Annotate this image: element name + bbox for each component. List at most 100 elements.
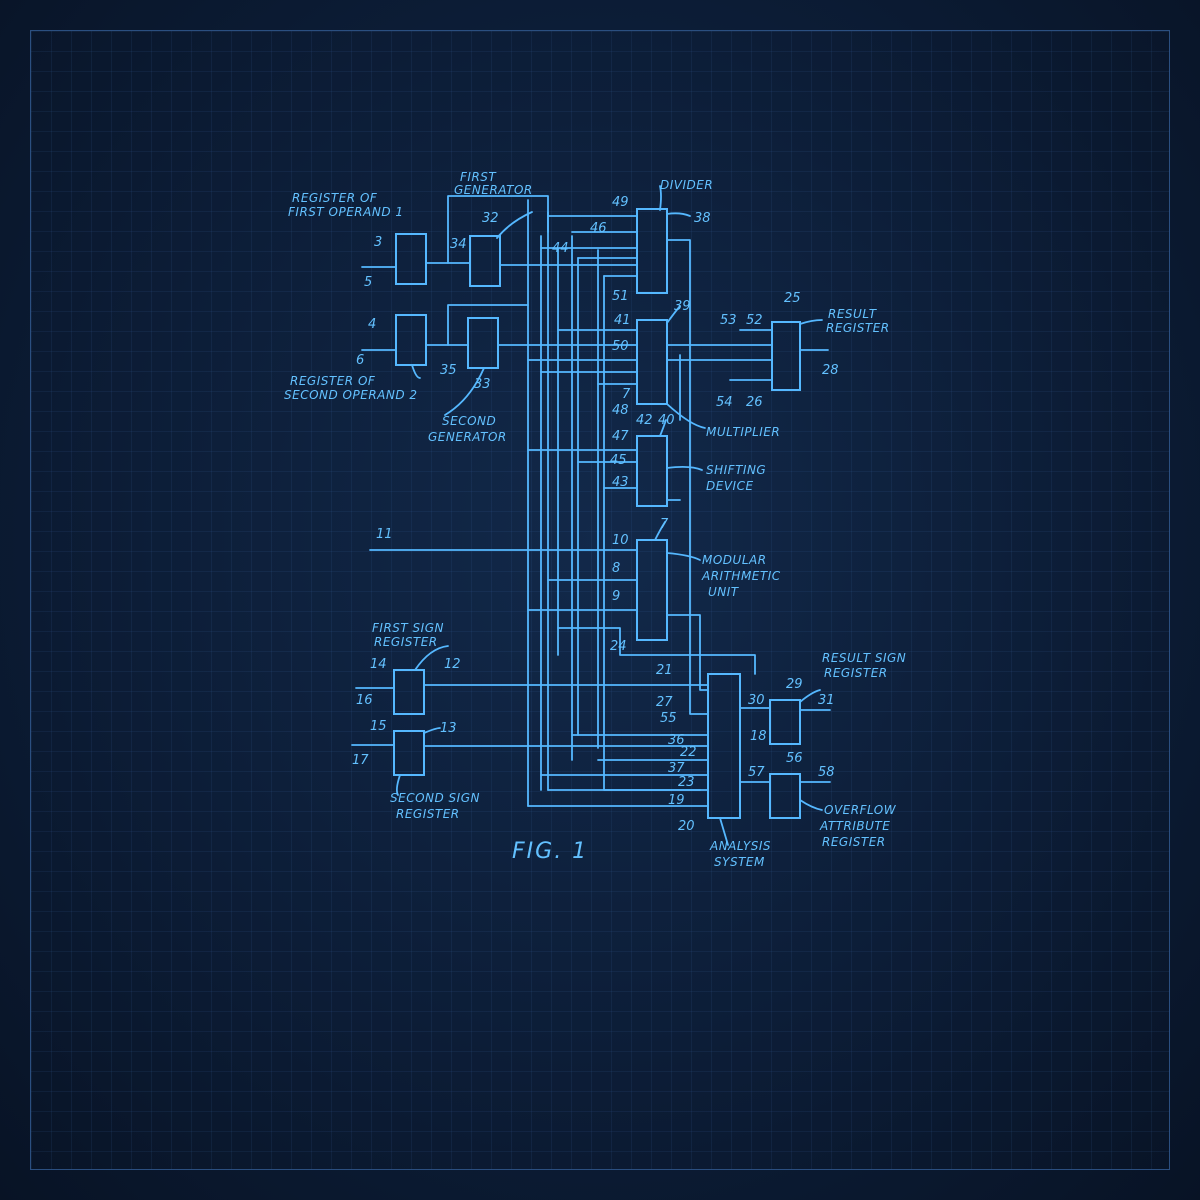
ref-33: 33 <box>474 377 491 392</box>
ref-7-mod: 7 <box>660 517 669 532</box>
ref-4: 4 <box>368 317 376 332</box>
ref-23: 23 <box>678 775 695 790</box>
ref-50: 50 <box>612 339 629 354</box>
modular-arithmetic-unit-block <box>636 539 668 641</box>
label-second-generator-line1: SECOND <box>442 414 496 428</box>
ref-49: 49 <box>612 195 629 210</box>
ref-14: 14 <box>370 657 387 672</box>
label-first-generator-line1: FIRST <box>460 170 497 184</box>
ref-58: 58 <box>818 765 835 780</box>
ref-44: 44 <box>552 241 569 256</box>
ref-47: 47 <box>612 429 629 444</box>
ref-51: 51 <box>612 289 629 304</box>
ref-5: 5 <box>364 275 372 290</box>
first-generator-block <box>469 235 501 287</box>
ref-53: 53 <box>720 313 737 328</box>
label-analysis-line2: SYSTEM <box>714 855 765 869</box>
first-sign-register-block <box>393 669 425 715</box>
ref-31: 31 <box>818 693 835 708</box>
result-register-block <box>771 321 801 391</box>
label-modular-line2: ARITHMETIC <box>701 569 781 583</box>
label-divider: DIVIDER <box>660 178 713 192</box>
label-result-register-line1: RESULT <box>828 307 878 321</box>
wire-network <box>351 195 831 807</box>
label-second-sign-line2: REGISTER <box>396 807 460 821</box>
ref-40: 40 <box>658 413 675 428</box>
label-first-sign-line1: FIRST SIGN <box>372 621 444 635</box>
ref-7-mul: 7 <box>622 387 631 402</box>
ref-28: 28 <box>822 363 839 378</box>
ref-11: 11 <box>376 527 393 542</box>
ref-46: 46 <box>590 221 607 236</box>
ref-16: 16 <box>356 693 373 708</box>
ref-22: 22 <box>680 745 697 760</box>
label-overflow-line2: ATTRIBUTE <box>819 819 890 833</box>
label-overflow-line3: REGISTER <box>822 835 886 849</box>
label-shifting-device-line1: SHIFTING <box>706 463 766 477</box>
ref-6: 6 <box>356 353 364 368</box>
ref-34: 34 <box>450 237 467 252</box>
ref-55: 55 <box>660 711 677 726</box>
ref-42: 42 <box>636 413 653 428</box>
ref-12: 12 <box>444 657 461 672</box>
first-operand-register-block <box>395 233 427 285</box>
ref-37: 37 <box>668 761 685 776</box>
ref-20: 20 <box>678 819 695 834</box>
ref-36: 36 <box>668 733 685 748</box>
ref-27: 27 <box>656 695 673 710</box>
label-multiplier: MULTIPLIER <box>706 425 780 439</box>
label-register-second-operand-line1: REGISTER OF <box>290 374 376 388</box>
ref-25: 25 <box>784 291 801 306</box>
ref-56: 56 <box>786 751 803 766</box>
ref-19: 19 <box>668 793 685 808</box>
shifting-device-block <box>636 435 668 507</box>
ref-57: 57 <box>748 765 765 780</box>
ref-48: 48 <box>612 403 629 418</box>
ref-29: 29 <box>786 677 803 692</box>
ref-54: 54 <box>716 395 733 410</box>
ref-39: 39 <box>674 299 691 314</box>
ref-8: 8 <box>612 561 620 576</box>
ref-15: 15 <box>370 719 387 734</box>
label-shifting-device-line2: DEVICE <box>706 479 754 493</box>
label-first-generator-line2: GENERATOR <box>454 183 533 197</box>
label-result-register-line2: REGISTER <box>826 321 890 335</box>
label-result-sign-line1: RESULT SIGN <box>822 651 906 665</box>
ref-45: 45 <box>610 453 627 468</box>
ref-30: 30 <box>748 693 765 708</box>
ref-13: 13 <box>440 721 457 736</box>
overflow-attribute-register-block <box>769 773 801 819</box>
ref-3: 3 <box>374 235 382 250</box>
multiplier-block <box>636 319 668 405</box>
label-register-first-operand-line2: FIRST OPERAND 1 <box>288 205 404 219</box>
ref-24: 24 <box>610 639 627 654</box>
ref-17: 17 <box>352 753 369 768</box>
label-analysis-line1: ANALYSIS <box>709 839 771 853</box>
second-operand-register-block <box>395 314 427 366</box>
result-sign-register-block <box>769 699 801 745</box>
label-second-sign-line1: SECOND SIGN <box>390 791 480 805</box>
label-result-sign-line2: REGISTER <box>824 666 888 680</box>
ref-10: 10 <box>612 533 629 548</box>
ref-38: 38 <box>694 211 711 226</box>
label-modular-line1: MODULAR <box>702 553 767 567</box>
ref-32: 32 <box>482 211 499 226</box>
label-second-generator-line2: GENERATOR <box>428 430 507 444</box>
ref-52: 52 <box>746 313 763 328</box>
label-overflow-line1: OVERFLOW <box>824 803 897 817</box>
second-sign-register-block <box>393 730 425 776</box>
divider-block <box>636 208 668 294</box>
label-register-second-operand-line2: SECOND OPERAND 2 <box>284 388 418 402</box>
ref-35: 35 <box>440 363 457 378</box>
figure-caption: FIG. 1 <box>512 839 588 864</box>
ref-18: 18 <box>750 729 767 744</box>
ref-41: 41 <box>614 313 631 328</box>
label-register-first-operand-line1: REGISTER OF <box>292 191 378 205</box>
ref-43: 43 <box>612 475 629 490</box>
ref-26: 26 <box>746 395 763 410</box>
analysis-system-block <box>707 673 741 819</box>
label-first-sign-line2: REGISTER <box>374 635 438 649</box>
second-generator-block <box>467 317 499 369</box>
